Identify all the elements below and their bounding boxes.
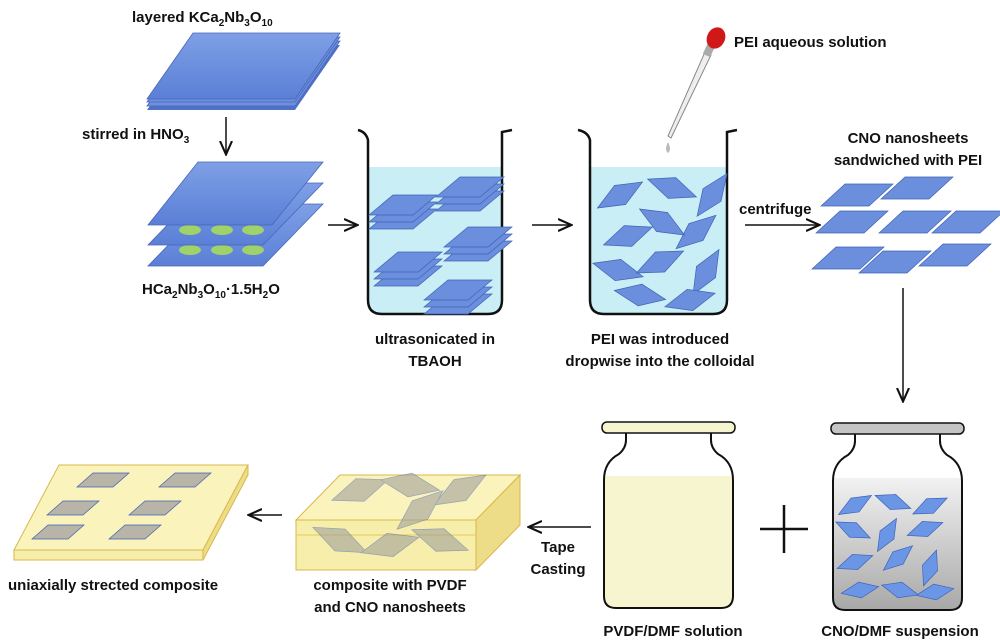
nanosheet bbox=[46, 500, 100, 516]
nanosheet bbox=[811, 246, 885, 270]
label-composite-cno: and CNO nanosheets bbox=[314, 599, 466, 616]
nanosheet bbox=[815, 210, 889, 234]
nanosheet bbox=[878, 210, 952, 234]
label-stretched: uniaxially strected composite bbox=[8, 577, 218, 594]
label-ultrasonicated: ultrasonicated in bbox=[375, 331, 495, 348]
nanosheet bbox=[882, 545, 914, 571]
nanosheet bbox=[373, 251, 443, 273]
nanosheet bbox=[433, 474, 487, 506]
label-hcno: HCa2Nb3O10·1.5H2O bbox=[142, 281, 280, 301]
nanosheet bbox=[410, 528, 470, 552]
nanosheet bbox=[837, 495, 873, 515]
beaker-pei bbox=[577, 128, 738, 316]
nanosheet bbox=[692, 248, 720, 296]
nanosheet bbox=[602, 225, 654, 247]
nanosheet bbox=[443, 226, 513, 248]
layered-kcno-stack bbox=[146, 32, 341, 110]
label-casting: Casting bbox=[530, 561, 585, 578]
plus-icon bbox=[760, 505, 808, 553]
label-tape: Tape bbox=[541, 539, 575, 556]
label-layered-kcno: layered KCa2Nb3O10 bbox=[132, 9, 273, 29]
nanosheet bbox=[696, 172, 728, 218]
nanosheet bbox=[435, 176, 505, 198]
nanosheet bbox=[638, 208, 686, 236]
nanosheet bbox=[646, 177, 698, 199]
nanosheet bbox=[915, 583, 955, 601]
composite-pvdf-cno bbox=[294, 472, 522, 572]
label-sandwiched-pei: sandwiched with PEI bbox=[834, 152, 982, 169]
nanosheet bbox=[596, 181, 644, 209]
beaker-ultrasonication bbox=[357, 128, 513, 316]
nanosheet bbox=[880, 176, 954, 200]
nanosheet bbox=[834, 521, 872, 539]
jar-pvdf-dmf bbox=[601, 421, 736, 609]
nanosheet bbox=[931, 210, 1000, 234]
label-pei-introduced: PEI was introduced bbox=[591, 331, 729, 348]
stretched-composite bbox=[13, 464, 249, 561]
nanosheet bbox=[613, 283, 667, 307]
nanosheet bbox=[906, 521, 944, 537]
nanosheet bbox=[379, 472, 441, 498]
nanosheet bbox=[664, 289, 716, 311]
dropper-icon bbox=[666, 27, 726, 153]
label-composite-pvdf: composite with PVDF bbox=[313, 577, 466, 594]
nanosheet bbox=[31, 524, 85, 540]
nanosheet bbox=[874, 494, 912, 510]
nanosheet bbox=[922, 549, 938, 587]
nanosheet bbox=[635, 250, 685, 274]
nanosheet bbox=[76, 472, 130, 488]
nanosheet bbox=[158, 472, 212, 488]
nanosheet bbox=[820, 183, 894, 207]
hcno-intercalated-stack bbox=[147, 161, 324, 267]
nanosheet bbox=[108, 524, 162, 540]
label-cno-dmf: CNO/DMF suspension bbox=[821, 623, 979, 640]
jar-cno-dmf bbox=[830, 422, 965, 611]
nanosheet bbox=[592, 259, 644, 281]
nanosheet bbox=[918, 243, 992, 267]
label-cno-nanosheets: CNO nanosheets bbox=[848, 130, 969, 147]
label-stirred-hno3: stirred in HNO3 bbox=[82, 126, 190, 146]
label-pvdf-dmf: PVDF/DMF solution bbox=[603, 623, 742, 640]
label-tbaoh: TBAOH bbox=[408, 353, 461, 370]
label-dropwise: dropwise into the colloidal bbox=[565, 353, 754, 370]
label-centrifuge: centrifuge bbox=[739, 201, 812, 218]
nanosheet bbox=[877, 517, 897, 553]
nanosheet bbox=[368, 194, 438, 216]
cno-nanosheets-sandwiched bbox=[811, 176, 1000, 274]
nanosheet bbox=[396, 490, 444, 530]
nanosheet bbox=[675, 214, 717, 250]
nanosheet bbox=[423, 279, 493, 301]
nanosheet bbox=[360, 533, 420, 557]
nanosheet bbox=[836, 554, 874, 570]
label-pei-solution: PEI aqueous solution bbox=[734, 34, 887, 51]
nanosheet bbox=[840, 581, 880, 599]
nanosheet bbox=[911, 497, 949, 515]
nanosheet bbox=[858, 250, 932, 274]
nanosheet bbox=[128, 500, 182, 516]
